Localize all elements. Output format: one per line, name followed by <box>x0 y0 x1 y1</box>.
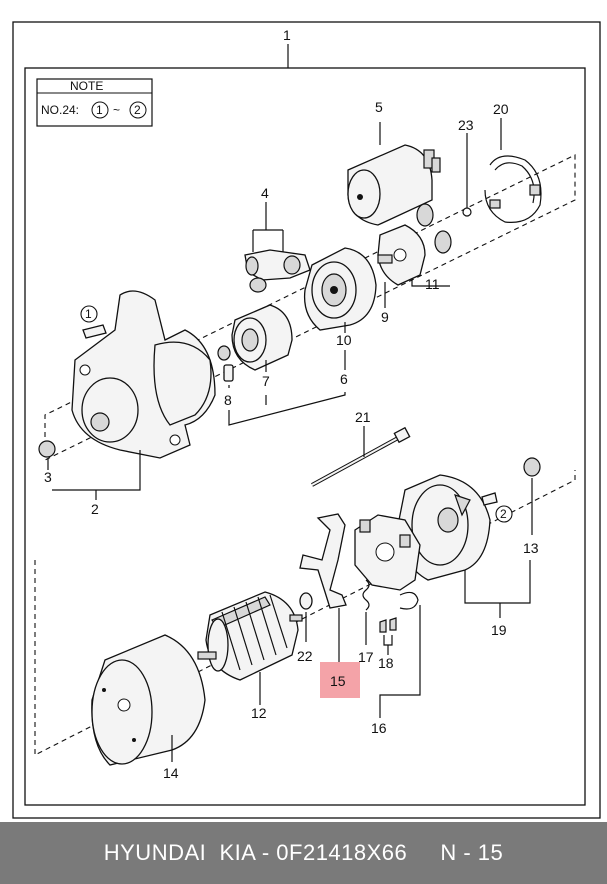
label-9: 9 <box>381 309 389 325</box>
callout-circle-1: 1 <box>85 307 92 321</box>
internal-gear-housing-part <box>303 247 377 331</box>
bushing-part <box>38 440 56 458</box>
stop-ring-part <box>223 364 234 382</box>
label-10: 10 <box>336 332 352 348</box>
footer-text: HYUNDAI KIA - 0F21418X66 N - 15 <box>103 840 504 865</box>
note-title: NOTE <box>70 79 103 93</box>
label-12: 12 <box>251 705 267 721</box>
overrunning-clutch-part <box>217 304 293 371</box>
screw-pair-part <box>379 617 397 633</box>
label-11: 11 <box>425 276 440 292</box>
note-separator: ~ <box>113 103 120 117</box>
note-text: NO.24: <box>41 103 79 117</box>
label-15: 15 <box>330 673 346 689</box>
label-8: 8 <box>224 392 232 408</box>
label-14: 14 <box>163 765 179 781</box>
brush-holder-part <box>354 514 421 610</box>
label-6: 6 <box>340 371 348 387</box>
note-circle-b: 2 <box>134 103 141 117</box>
label-17: 17 <box>358 649 374 665</box>
callout-circle-2: 2 <box>500 507 507 521</box>
solenoid-part <box>347 144 441 226</box>
rear-cover-part <box>397 474 491 581</box>
label-4: 4 <box>261 185 269 201</box>
label-20: 20 <box>493 101 509 117</box>
label-2: 2 <box>91 501 99 517</box>
yoke-part <box>91 634 206 766</box>
diagram-frame <box>12 21 601 819</box>
label-16: 16 <box>371 720 387 736</box>
brush-plate-part <box>299 513 347 609</box>
label-19: 19 <box>491 622 507 638</box>
planetary-carrier-part <box>377 224 426 286</box>
shift-lever-part <box>244 249 311 293</box>
rear-bushing-part <box>523 457 541 477</box>
label-18: 18 <box>378 655 394 671</box>
part-number-footer: HYUNDAI KIA - 0F21418X66 N - 15 <box>0 822 607 884</box>
label-13: 13 <box>523 540 539 556</box>
armature-part <box>197 591 303 681</box>
starter-motor-exploded-diagram: 1 NOTE NO.24: 1 ~ 2 5 20 23 <box>12 21 601 819</box>
upper-dashed-outline <box>44 154 576 461</box>
label-5: 5 <box>375 99 383 115</box>
bolt-icon <box>82 324 107 339</box>
label-7: 7 <box>262 373 270 389</box>
label-3: 3 <box>44 469 52 485</box>
note-circle-a: 1 <box>96 103 103 117</box>
washer-part <box>299 592 313 610</box>
label-1: 1 <box>283 27 291 43</box>
gear-part <box>416 203 452 254</box>
lower-dashed-outline <box>34 470 576 756</box>
retaining-clip-part <box>484 155 542 223</box>
through-bolt-part <box>311 426 411 487</box>
front-bracket-part <box>71 290 216 459</box>
note-box: NOTE NO.24: 1 ~ 2 <box>36 78 153 127</box>
ring-part <box>462 207 472 217</box>
label-23: 23 <box>458 117 474 133</box>
label-22: 22 <box>297 648 313 664</box>
screw-icon <box>481 492 498 506</box>
brush-spring-part <box>362 579 370 611</box>
label-21: 21 <box>355 409 371 425</box>
highlighted-part-box <box>320 662 360 698</box>
assembly-frame <box>24 67 586 806</box>
